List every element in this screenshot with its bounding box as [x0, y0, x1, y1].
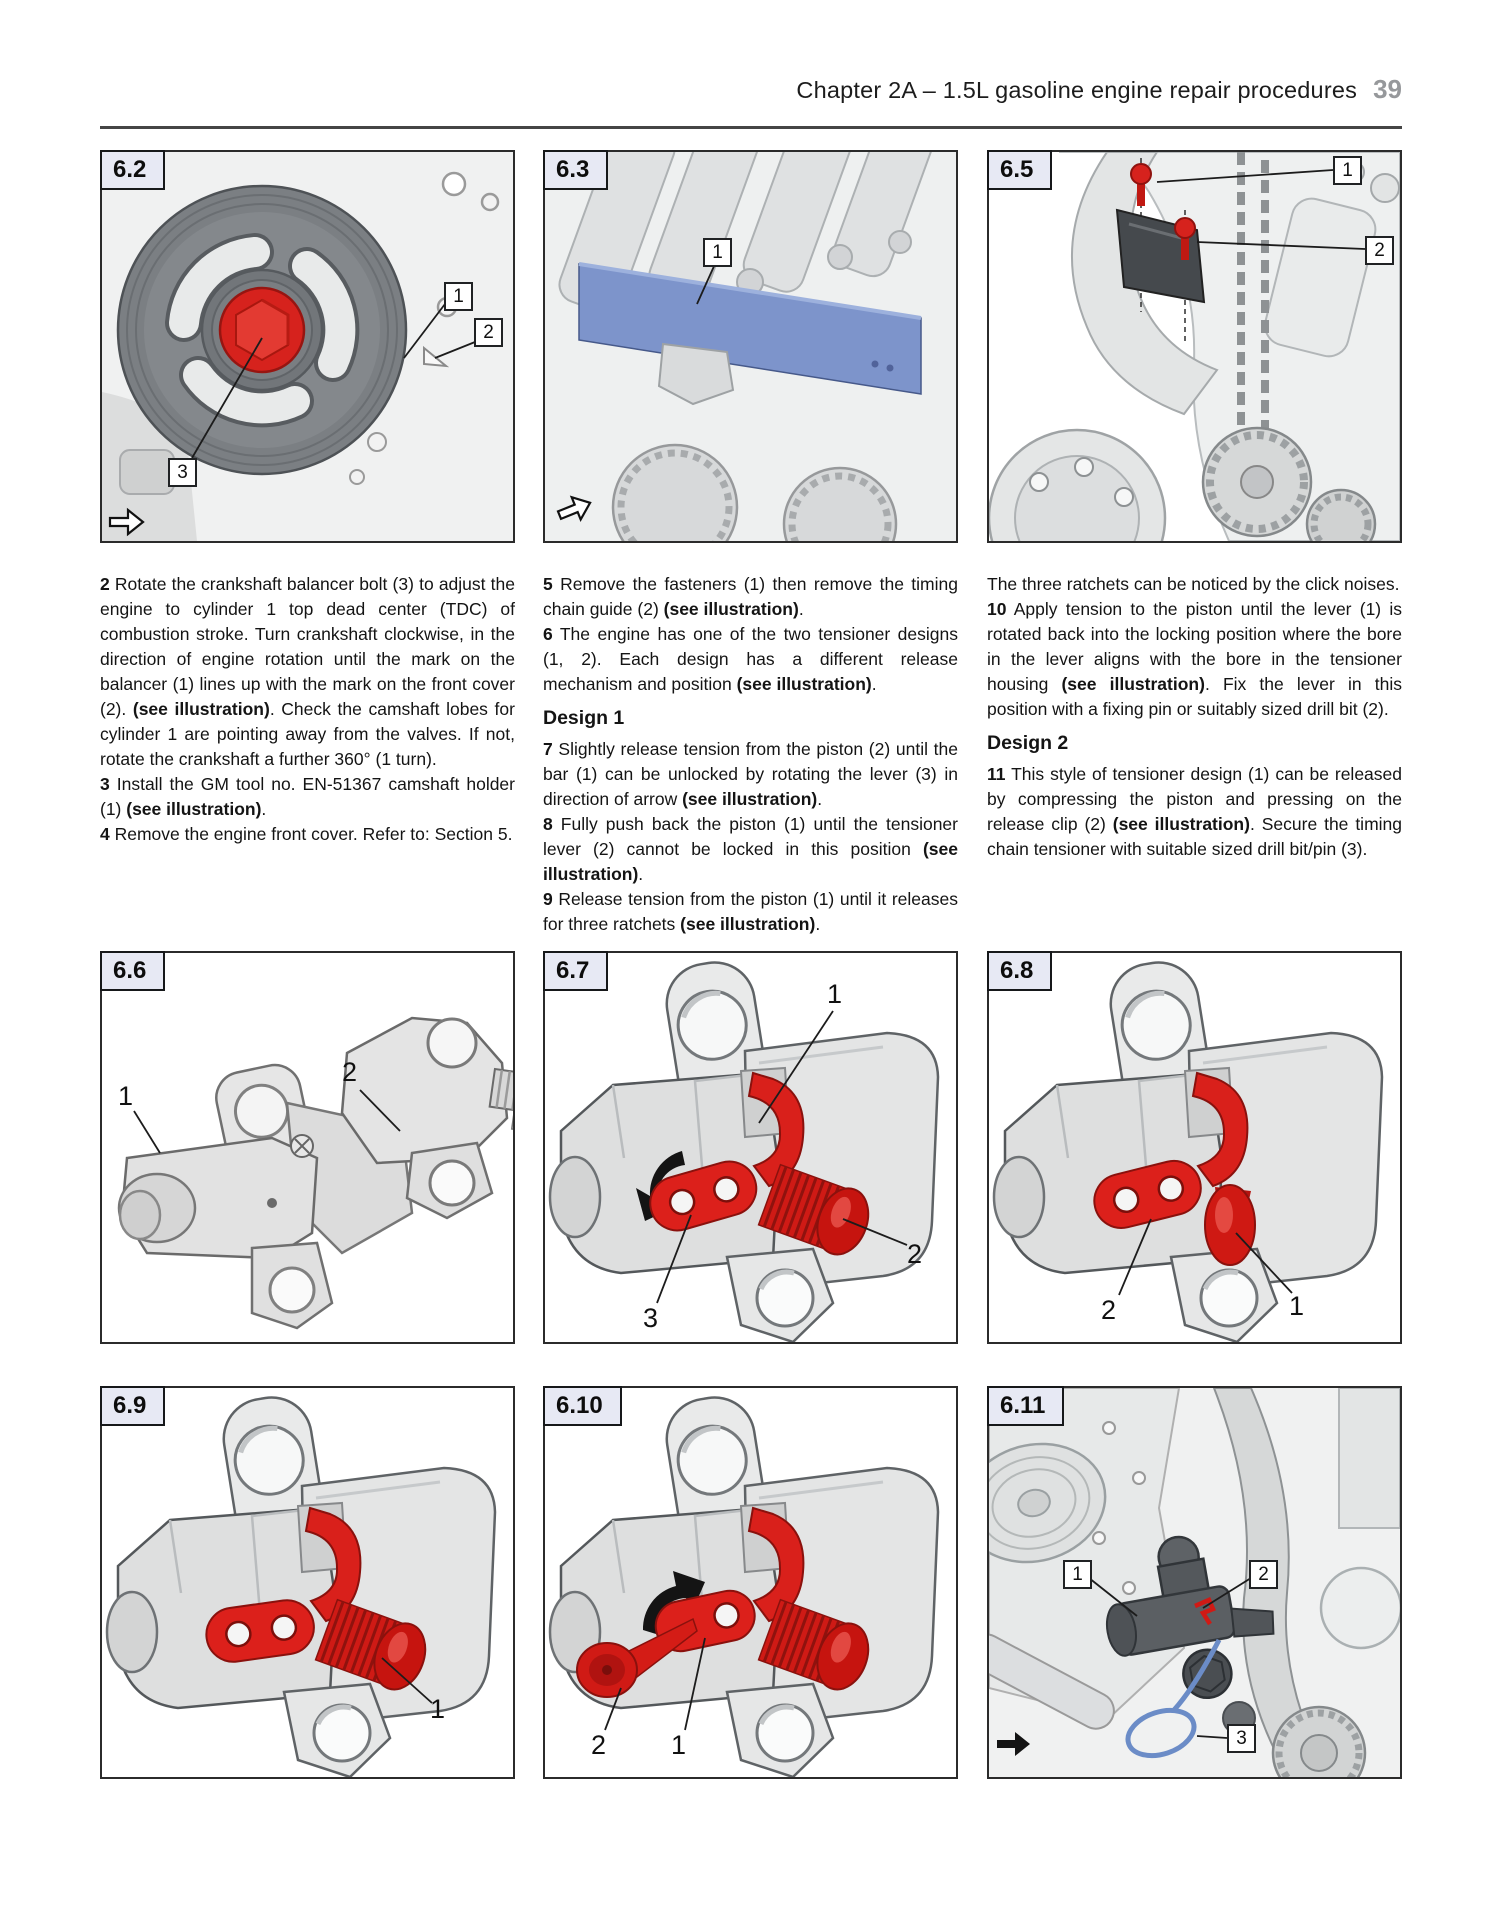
chapter-title: Chapter 2A – 1.5L gasoline engine repair…	[796, 77, 1358, 103]
callout-2: 2	[342, 1057, 358, 1087]
rotate-ccw-arrow-icon	[636, 1151, 685, 1221]
callout-1: 1	[1289, 1291, 1305, 1321]
rotate-cw-arrow-icon	[642, 1571, 705, 1634]
figure-6-3: 6.3 1	[543, 150, 958, 543]
timing-chain	[1237, 152, 1269, 440]
figure-6-7-art	[545, 953, 956, 1342]
drill-bit-pin	[1125, 1638, 1222, 1759]
text-column-1: 2 Rotate the crankshaft balancer bolt (3…	[100, 572, 515, 847]
callout-1: 1	[1333, 156, 1362, 185]
figure-6-2-art	[102, 152, 513, 541]
callout-3: 3	[643, 1303, 659, 1333]
paragraph-3: 3 Install the GM tool no. EN-51367 camsh…	[100, 774, 515, 819]
figure-6-3-art	[545, 152, 956, 541]
paragraph-9-continued: The three ratchets can be noticed by the…	[987, 574, 1400, 594]
figure-label: 6.8	[987, 951, 1053, 991]
camshaft-holder-tool	[578, 262, 922, 395]
figure-6-5-art	[989, 152, 1400, 541]
callout-1: 1	[430, 1694, 446, 1724]
heading-design-2: Design 2	[987, 732, 1069, 754]
callout-1: 1	[118, 1081, 134, 1111]
direction-arrow-icon	[108, 507, 145, 537]
figure-6-11: 6.11 1 2 3	[987, 1386, 1402, 1779]
figure-label: 6.2	[100, 150, 166, 190]
text-column-2: 5 Remove the fasteners (1) then remove t…	[543, 572, 958, 937]
callout-2: 2	[474, 318, 503, 347]
callout-1: 1	[703, 238, 732, 267]
timing-chain-tensioner	[1105, 1535, 1275, 1700]
red-fasteners	[1130, 163, 1196, 260]
figure-6-10: 6.10 2 1	[543, 1386, 958, 1779]
figure-6-2: 6.2 1 2 3	[100, 150, 515, 543]
figure-6-9: 6.9 1	[100, 1386, 515, 1779]
callout-2: 2	[1101, 1295, 1117, 1325]
heading-design-1: Design 1	[543, 707, 625, 729]
paragraph-11: 11 This style of tensioner design (1) ca…	[987, 764, 1402, 859]
callout-1: 1	[1063, 1560, 1092, 1589]
paragraph-6: 6 The engine has one of the two tensione…	[543, 624, 958, 694]
header-rule	[100, 126, 1402, 129]
callout-3: 3	[1227, 1724, 1256, 1753]
paragraph-9: 9 Release tension from the piston (1) un…	[543, 889, 958, 934]
tensioner-piston	[1204, 1184, 1256, 1266]
callout-3: 3	[168, 458, 197, 487]
callout-2: 2	[591, 1730, 607, 1760]
paragraph-8: 8 Fully push back the piston (1) until t…	[543, 814, 958, 884]
figure-6-8: 6.8 2 1	[987, 951, 1402, 1344]
release-clip	[1194, 1597, 1217, 1626]
direction-arrow-icon	[556, 495, 592, 523]
figure-6-11-art	[989, 1388, 1400, 1777]
figure-label: 6.6	[100, 951, 166, 991]
figure-label: 6.3	[543, 150, 609, 190]
figure-6-7: 6.7 1 2 3	[543, 951, 958, 1344]
figure-label: 6.5	[987, 150, 1053, 190]
figure-6-6-art	[117, 1016, 513, 1330]
page-number: 39	[1373, 74, 1402, 104]
figure-6-8-art	[989, 953, 1400, 1342]
figure-6-5: 6.5 1 2	[987, 150, 1402, 543]
callout-1: 1	[827, 979, 843, 1009]
callout-1: 1	[444, 282, 473, 311]
tensioner-design-2	[340, 1016, 513, 1220]
paragraph-2: 2 Rotate the crankshaft balancer bolt (3…	[100, 574, 515, 769]
figure-6-6: 6.6 1 2	[100, 951, 515, 1344]
figure-label: 6.9	[100, 1386, 166, 1426]
crankshaft-balancer	[116, 184, 408, 476]
figure-6-10-art	[545, 1388, 956, 1777]
callout-2: 2	[1249, 1560, 1278, 1589]
page-header: Chapter 2A – 1.5L gasoline engine repair…	[100, 74, 1402, 105]
callout-2: 2	[1365, 236, 1394, 265]
callout-1: 1	[671, 1730, 687, 1760]
paragraph-7: 7 Slightly release tension from the pist…	[543, 739, 958, 809]
fixing-pin	[576, 1617, 698, 1698]
figure-6-9-art	[102, 1388, 513, 1777]
paragraph-5: 5 Remove the fasteners (1) then remove t…	[543, 574, 958, 619]
text-column-3: The three ratchets can be noticed by the…	[987, 572, 1402, 862]
callout-2: 2	[907, 1239, 923, 1269]
paragraph-4: 4 Remove the engine front cover. Refer t…	[100, 824, 513, 844]
direction-arrow-icon	[997, 1732, 1030, 1756]
figure-label: 6.10	[543, 1386, 622, 1426]
figure-label: 6.7	[543, 951, 609, 991]
figure-label: 6.11	[987, 1386, 1065, 1426]
paragraph-10: 10 Apply tension to the piston until the…	[987, 599, 1402, 719]
